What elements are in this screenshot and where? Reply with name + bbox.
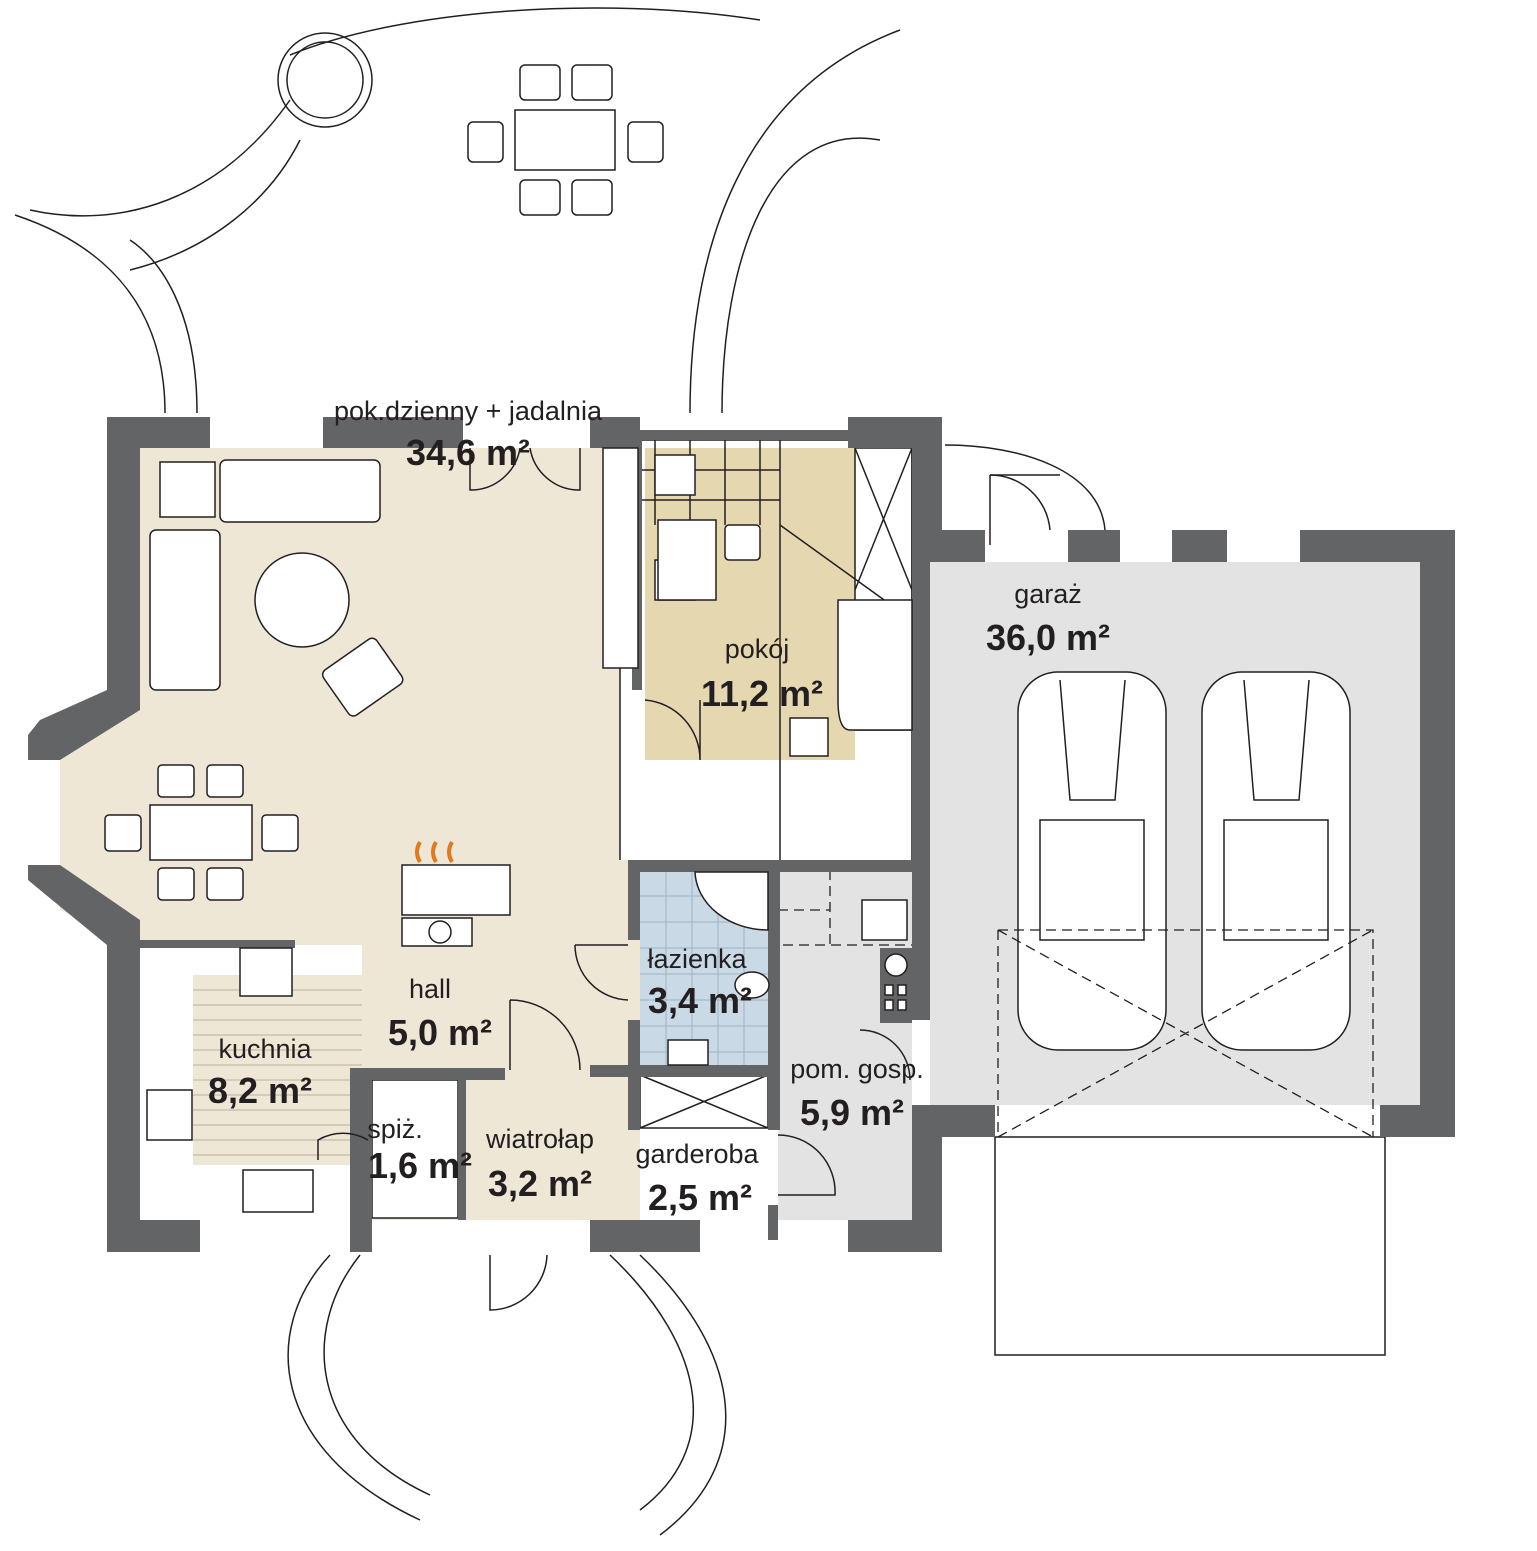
planter-inner [286,41,364,119]
room-area-kitchen: 8,2 m² [208,1070,312,1111]
entrance-arc-left [287,1254,431,1521]
room-name-living: pok.dzienny + jadalnia [334,396,603,426]
terrace-table [514,109,616,171]
doors[interactable] [317,447,1051,1311]
entrance-door [489,1254,548,1311]
garage-side-door [989,474,1051,545]
desk [657,519,717,601]
utility-door [777,1134,836,1196]
terrace-chair [571,64,613,101]
toilet [734,971,770,999]
garage-door-swing [997,929,1374,1138]
room-area-pantry: 1,6 m² [368,1145,472,1186]
room-name-vestibule: wiatrołap [485,1124,594,1154]
terrace-chair [519,179,561,216]
garage-porch-arc [944,444,1106,531]
room-area-living: 34,6 m² [406,432,530,473]
room-name-bathroom: łazienka [647,944,747,974]
cars [997,671,1374,1138]
room-area-vestibule: 3,2 m² [488,1163,592,1204]
terrace-door [469,447,581,491]
hall-door [509,999,581,1071]
terrace-chair [571,179,613,216]
cooktop [146,1089,193,1141]
pokoj-door [644,699,701,761]
chair [724,524,761,561]
bathroom-door [574,944,629,1001]
terrace-edge [289,7,761,56]
room-name-garage: garaż [1014,579,1082,609]
bed [837,599,913,731]
terrace-arc-left [14,214,198,414]
washing-machine [861,899,908,941]
room-name-pantry: spiż. [367,1114,423,1144]
furniture [104,447,913,1213]
terrace-arc-right [689,29,901,414]
terrace-chair [627,121,664,163]
desk-shelf [602,447,639,669]
room-area-utility: 5,9 m² [800,1092,904,1133]
car-right [1201,671,1351,1051]
terrace [14,7,1106,1536]
room-labels: pok.dzienny + jadalnia pok.dzienny + jad… [208,396,1110,1218]
terrace-chair [467,121,504,163]
car-left [1017,671,1167,1051]
room-name-hall: hall [409,974,451,1004]
armchair [159,461,216,518]
entrance-arc-right [609,1254,727,1536]
pantry-door [317,1132,369,1160]
fire-icon [415,840,454,864]
planter-outer [277,32,373,128]
pergola-arc [29,99,301,271]
room-area-pokoj: 11,2 m² [701,673,823,714]
pantry-floor [371,1079,459,1219]
coffee-table [254,552,350,648]
terrace-chair [519,64,561,101]
utility-garage-door [859,1029,911,1081]
driveway [994,1136,1386,1356]
wardrobe-x [854,447,913,591]
dining-table [149,804,253,861]
room-area-hall: 5,0 m² [388,1012,492,1053]
sink [242,1169,314,1213]
shower [694,871,769,931]
armchair [321,637,404,717]
room-name-kitchen: kuchnia [218,1034,312,1064]
sofa-side [149,529,221,691]
washbasin [667,1039,709,1066]
room-name-utility: pom. gosp. [790,1054,924,1084]
room-name-wardrobe: garderoba [635,1139,759,1169]
room-area-garage: 36,0 m² [986,617,1110,658]
fireplace [401,864,511,916]
sofa [219,459,381,523]
walls [28,417,1455,1252]
room-area-bathroom: 3,4 m² [648,980,752,1021]
room-name-pokoj: pokój [725,634,790,664]
room-area-wardrobe: 2,5 m² [648,1177,752,1218]
